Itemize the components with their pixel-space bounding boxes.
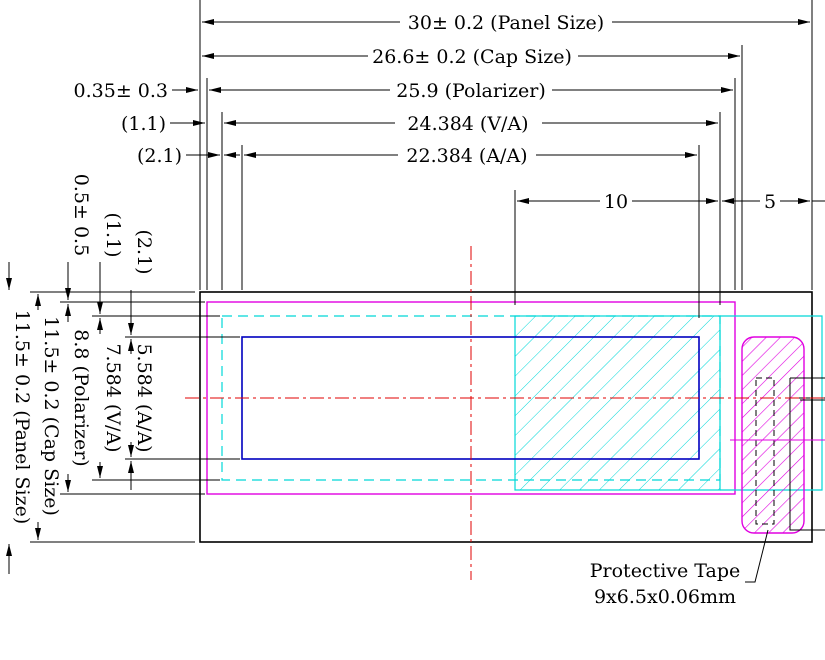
dim-ten: 10 bbox=[604, 191, 628, 213]
protective-tape-note: Protective Tape 9x6.5x0.06mm bbox=[590, 529, 769, 608]
dim-aa-width: 22.384 (A/A) bbox=[406, 145, 527, 167]
dim-v-va: 7.584 (V/A) bbox=[102, 343, 124, 452]
dim-polarizer-offset: 0.35± 0.3 bbox=[74, 80, 168, 102]
dim-v-aa: 5.584 (A/A) bbox=[133, 343, 155, 452]
fpc-lines bbox=[789, 377, 825, 531]
dim-cap-height: 11.5± 0.2 (Cap Size) bbox=[40, 316, 62, 516]
dim-panel-height: 11.5± 0.2 (Panel Size) bbox=[11, 310, 33, 525]
dim-cap-width: 26.6± 0.2 (Cap Size) bbox=[372, 46, 572, 68]
dim-v-aa-offset: (2.1) bbox=[133, 229, 155, 274]
note-line-1: Protective Tape bbox=[590, 560, 741, 582]
note-line-2: 9x6.5x0.06mm bbox=[594, 586, 736, 608]
dim-polarizer-width: 25.9 (Polarizer) bbox=[396, 80, 546, 102]
dim-va-width: 24.384 (V/A) bbox=[407, 113, 528, 135]
dim-v-polarizer-offset: 0.5± 0.5 bbox=[70, 174, 92, 256]
protective-tape bbox=[741, 336, 805, 534]
vertical-dimensions: 11.5± 0.2 (Panel Size) 11.5± 0.2 (Cap Si… bbox=[6, 174, 240, 574]
tape-inner-dashed bbox=[755, 377, 775, 525]
dim-va-offset: (1.1) bbox=[121, 113, 166, 135]
dim-v-polarizer: 8.8 (Polarizer) bbox=[70, 329, 92, 466]
panel-outline bbox=[199, 291, 813, 543]
dim-v-va-offset: (1.1) bbox=[102, 212, 124, 257]
dim-panel-width: 30± 0.2 (Panel Size) bbox=[408, 12, 604, 34]
dim-aa-offset: (2.1) bbox=[137, 145, 182, 167]
dim-five: 5 bbox=[764, 191, 776, 213]
horizontal-dimensions: 30± 0.2 (Panel Size) 26.6± 0.2 (Cap Size… bbox=[74, 0, 825, 318]
hatched-area bbox=[514, 315, 721, 491]
